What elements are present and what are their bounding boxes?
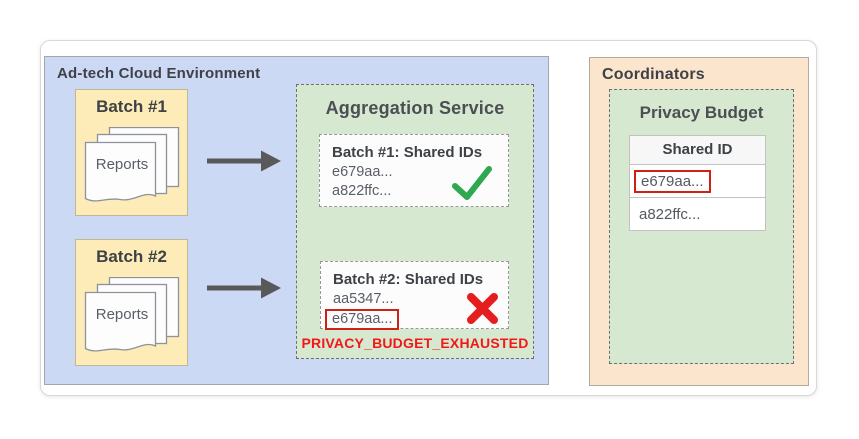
batch2-reports-label: Reports [95, 306, 149, 323]
arrow-right-icon [207, 150, 281, 172]
shared-id-value: e679aa... [332, 164, 393, 180]
batch2-shared-ids-title: Batch #2: Shared IDs [333, 271, 484, 288]
reports-stack-icon [84, 127, 180, 202]
batch1-shared-ids-box: Batch #1: Shared IDs e679aa... a822ffc..… [319, 134, 509, 207]
shared-id-table: Shared ID e679aa... a822ffc... [629, 135, 766, 231]
coordinators-title: Coordinators [602, 66, 705, 83]
aggregation-service-box: Aggregation Service Batch #1: Shared IDs… [296, 84, 534, 359]
diagram-card: Ad-tech Cloud Environment Batch #1 Repor… [40, 40, 817, 396]
batch2-shared-ids-box: Batch #2: Shared IDs aa5347... e679aa... [320, 261, 509, 330]
batch1-reports-label: Reports [95, 156, 149, 173]
aggregation-service-title: Aggregation Service [325, 98, 505, 118]
table-row: e679aa... [630, 165, 765, 198]
batch1-label: Batch #1 [96, 97, 167, 116]
table-row: a822ffc... [630, 198, 765, 230]
shared-id-value: a822ffc... [332, 183, 392, 199]
reports-stack-icon [84, 277, 180, 352]
exhausted-id-highlight: e679aa... [634, 169, 711, 193]
adtech-environment-title: Ad-tech Cloud Environment [57, 65, 261, 82]
privacy-budget-box: Privacy Budget Shared ID e679aa... a822f… [609, 89, 794, 364]
x-mark-icon [467, 293, 498, 324]
shared-id-value: aa5347... [333, 291, 394, 307]
batch2-label: Batch #2 [96, 247, 167, 266]
shared-id-table-header: Shared ID [630, 136, 765, 165]
coordinators-box: Coordinators Privacy Budget Shared ID e6… [589, 57, 809, 386]
arrow-right-icon [207, 277, 281, 299]
duplicate-id-highlight: e679aa... [325, 309, 400, 330]
batch2-box: Batch #2 Reports [75, 239, 188, 366]
batch1-shared-ids-title: Batch #1: Shared IDs [332, 144, 483, 161]
checkmark-icon [452, 166, 492, 200]
batch1-box: Batch #1 Reports [75, 89, 188, 216]
privacy-budget-title: Privacy Budget [639, 103, 764, 122]
adtech-environment-box: Ad-tech Cloud Environment Batch #1 Repor… [44, 56, 549, 385]
privacy-budget-exhausted-label: PRIVACY_BUDGET_EXHAUSTED [301, 335, 529, 351]
shared-id-value-duplicate: e679aa... [325, 309, 508, 330]
